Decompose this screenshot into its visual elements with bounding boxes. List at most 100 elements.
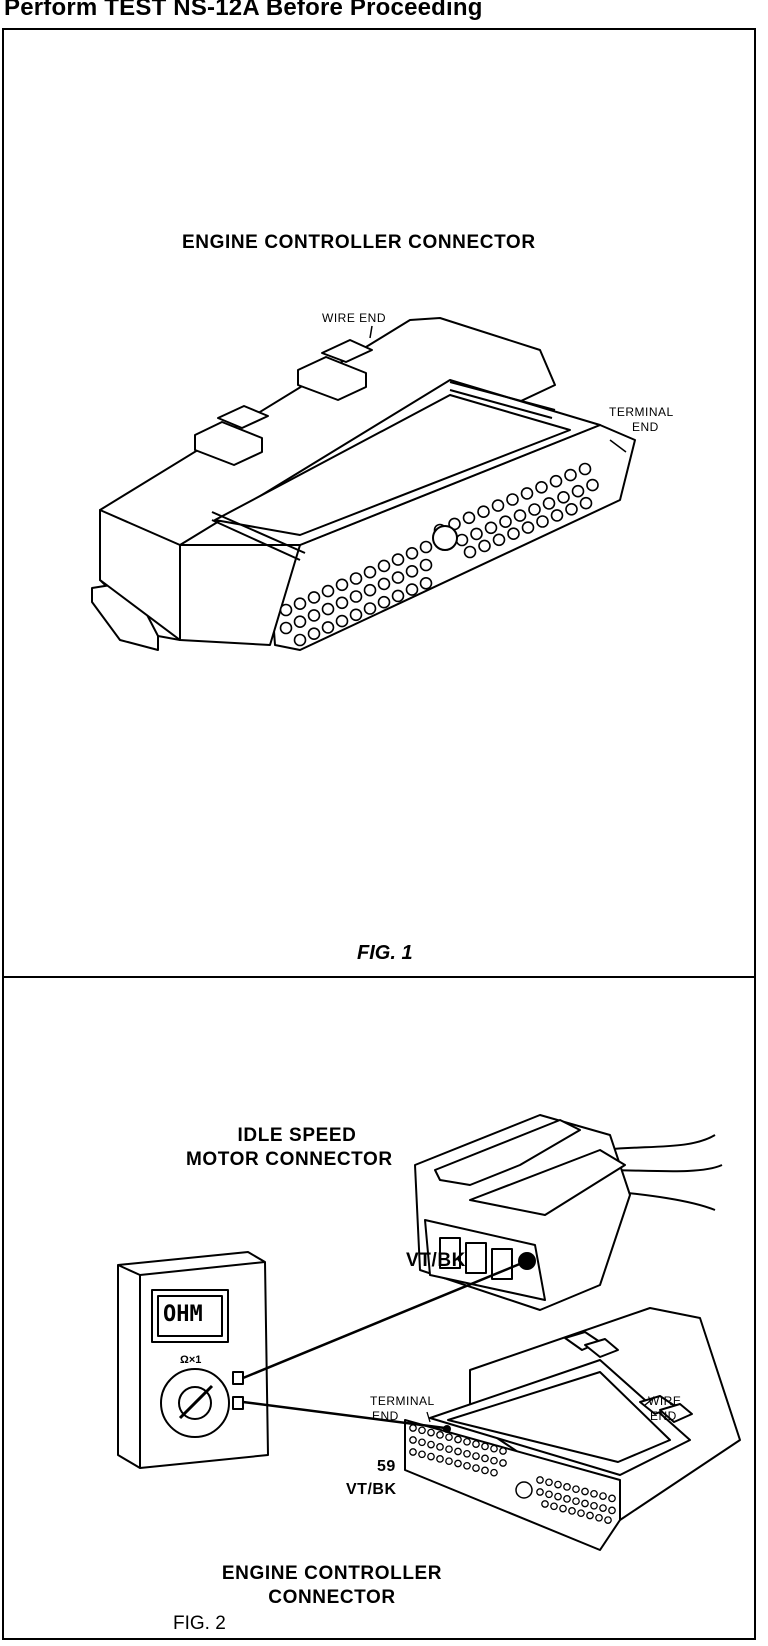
- pin-hole: [564, 468, 577, 482]
- pin-hole: [550, 1502, 558, 1511]
- ohmmeter-range: Ω×1: [180, 1354, 202, 1366]
- pin-hole: [405, 564, 419, 578]
- pin-hole: [409, 1436, 417, 1444]
- fig1-latch-3: [297, 356, 367, 401]
- pin-hole: [445, 1445, 453, 1454]
- page-header: Perform TEST NS-12A Before Proceeding: [4, 0, 483, 21]
- pin-hole: [293, 615, 307, 629]
- pin-hole: [491, 499, 505, 512]
- pin-hole: [419, 540, 433, 554]
- pin-hole: [349, 608, 363, 622]
- pin-hole: [541, 1500, 549, 1508]
- fig2-wire-end-label: END: [650, 1409, 677, 1423]
- fig1-latch-4: [321, 339, 373, 363]
- pin-hole: [363, 602, 377, 615]
- pin-hole: [363, 583, 377, 597]
- figure-divider: [2, 976, 756, 978]
- pin-hole: [599, 1504, 607, 1512]
- pin-hole: [554, 1480, 562, 1489]
- pin-hole: [463, 1437, 471, 1446]
- isc-label-line1: IDLE SPEED: [237, 1125, 357, 1146]
- pin-hole: [549, 474, 563, 488]
- fig2-terminal-label: TERMINAL: [370, 1394, 435, 1408]
- pin-hole: [557, 490, 570, 504]
- pin-wire-color: VT/BK: [346, 1481, 397, 1498]
- pin-hole: [595, 1513, 603, 1522]
- pin-hole: [577, 1509, 585, 1518]
- pin-hole: [581, 1487, 589, 1496]
- pin-hole: [608, 1494, 616, 1503]
- pin-hole: [506, 493, 519, 506]
- pin-hole: [528, 503, 541, 516]
- pin-hole: [427, 1428, 435, 1437]
- pin-hole: [472, 1440, 480, 1448]
- fig1-end-label: END: [632, 420, 659, 434]
- pin-hole: [463, 1449, 471, 1458]
- pin-hole: [436, 1455, 444, 1463]
- isc-top-latch: [434, 1119, 581, 1186]
- pin-hole: [335, 596, 349, 610]
- pin-hole: [405, 546, 419, 560]
- pin-hole: [586, 478, 599, 492]
- pin-hole: [565, 502, 578, 516]
- pin-hole: [470, 527, 483, 541]
- pin-hole: [581, 1499, 589, 1508]
- pin-hole: [536, 1476, 544, 1484]
- pin-hole: [499, 1447, 507, 1455]
- test-lead-2: [242, 1400, 446, 1430]
- isc-label-line2: MOTOR CONNECTOR: [186, 1149, 393, 1170]
- ecc2-label-line1: ENGINE CONTROLLER: [221, 1563, 443, 1584]
- pin-hole: [377, 577, 391, 591]
- pin-hole: [307, 609, 321, 622]
- pin-hole: [568, 1507, 576, 1515]
- pin-hole: [563, 1495, 571, 1503]
- fig1-caption: FIG. 1: [357, 942, 413, 964]
- pin-hole: [535, 480, 548, 494]
- pin-hole: [536, 1488, 544, 1496]
- pin-hole: [472, 1452, 480, 1460]
- fig2-wire-label: WIRE: [648, 1394, 682, 1408]
- pin-hole: [279, 621, 293, 635]
- pin-hole: [409, 1448, 417, 1456]
- pin-hole: [490, 1456, 498, 1465]
- pin-hole: [445, 1433, 453, 1442]
- pin-hole: [499, 515, 512, 529]
- pin-hole: [507, 527, 520, 541]
- pin-hole: [454, 1435, 462, 1444]
- pin-hole: [554, 1492, 562, 1501]
- pin-hole: [545, 1490, 553, 1499]
- fig1-latch-1: [194, 421, 263, 466]
- pin-hole: [571, 484, 585, 498]
- fig1-front-slab: [179, 544, 301, 646]
- pin-hole: [590, 1501, 598, 1510]
- pin-hole: [391, 553, 405, 566]
- fig1-top-tray-inner: [214, 394, 571, 536]
- pin-hole: [463, 545, 477, 559]
- pin-hole: [307, 591, 321, 604]
- fig1-title: ENGINE CONTROLLER CONNECTOR: [182, 232, 536, 253]
- pin-hole: [520, 487, 534, 500]
- pin-hole: [599, 1492, 607, 1500]
- pin-hole: [279, 603, 293, 617]
- pin-hole: [481, 1442, 489, 1451]
- pin-hole: [454, 1459, 462, 1468]
- pin-hole: [484, 521, 498, 535]
- pin-hole: [550, 509, 564, 522]
- pin-hole: [478, 539, 491, 553]
- pin-hole: [579, 496, 593, 510]
- pin-hole: [391, 571, 405, 584]
- fig1-wire-end-label: WIRE END: [322, 311, 386, 325]
- pin-hole: [492, 533, 506, 547]
- pin-hole: [462, 511, 476, 525]
- test-lead-1: [242, 1259, 528, 1380]
- pin-hole: [335, 614, 349, 628]
- pin-hole: [418, 1426, 426, 1435]
- pin-hole: [321, 584, 335, 598]
- pin-hole: [377, 559, 391, 573]
- pin-hole: [481, 1454, 489, 1463]
- pin-hole: [563, 1483, 571, 1491]
- pin-hole: [377, 595, 391, 609]
- pin-hole: [572, 1485, 580, 1494]
